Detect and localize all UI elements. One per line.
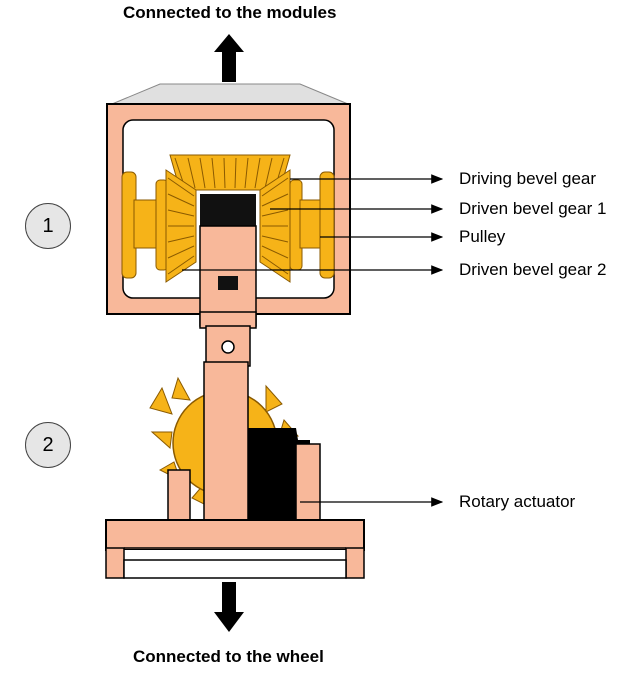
- link-arm: [199, 311, 257, 367]
- top-caption: Connected to the modules: [123, 3, 337, 22]
- lower-shaft: [203, 361, 249, 535]
- label-driven-bevel-gear-2: Driven bevel gear 2: [459, 260, 607, 279]
- label-rotary-actuator: Rotary actuator: [459, 492, 576, 511]
- driven-bevel-gear-1: [165, 169, 197, 283]
- left-pulley: [121, 171, 169, 279]
- driven-bevel-gear-2: [259, 169, 291, 283]
- up-arrow-icon: [214, 34, 244, 82]
- top-cap: [111, 83, 349, 105]
- right-pulley: [289, 171, 335, 279]
- rotary-actuator-body: [242, 428, 321, 523]
- section-badge-2: 2: [25, 422, 71, 468]
- bottom-caption: Connected to the wheel: [133, 647, 324, 666]
- bevel-hub: [200, 194, 256, 228]
- label-driven-bevel-gear-1: Driven bevel gear 1: [459, 199, 607, 218]
- section-badge-1: 1: [25, 203, 71, 249]
- label-driving-bevel-gear: Driving bevel gear: [459, 169, 597, 188]
- down-arrow-icon: [214, 582, 244, 632]
- driving-bevel-gear: [169, 154, 291, 191]
- shaft-slot: [218, 276, 238, 290]
- left-bracket: [167, 469, 191, 523]
- callout-lines: [182, 174, 444, 507]
- label-pulley: Pulley: [459, 227, 506, 246]
- base-frame: [105, 519, 365, 579]
